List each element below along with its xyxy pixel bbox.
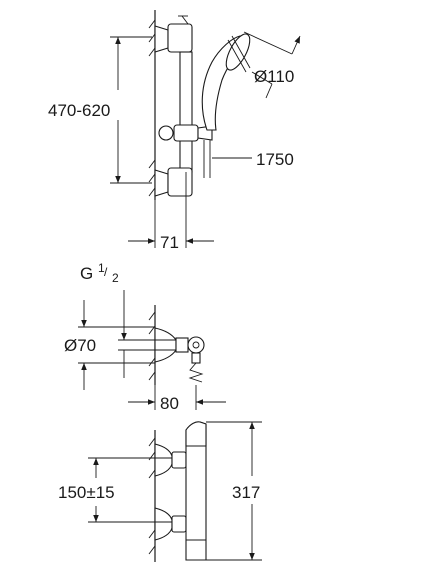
- lower-escutcheon: [154, 507, 173, 541]
- shower-head-face: [225, 33, 251, 71]
- dim-head-diameter: Ø110: [243, 31, 301, 99]
- dim-center-distance: 150±15: [58, 457, 172, 523]
- dim-escutcheon-diameter: Ø70: [64, 300, 155, 390]
- rail-slider: [173, 124, 199, 142]
- hose-length-label: 1750: [256, 150, 294, 169]
- rail-projection-label: 71: [160, 233, 179, 252]
- escutcheon-diameter-label: Ø70: [64, 336, 96, 355]
- lower-rail-holder: [167, 167, 193, 197]
- eccentric-connector: [187, 336, 205, 354]
- dim-thread: G 1 / 2: [80, 261, 176, 378]
- thread-slash: /: [104, 265, 108, 279]
- slider-knob: [158, 125, 174, 141]
- wall-hatch-top: [148, 19, 156, 197]
- valve-projection-label: 80: [160, 394, 179, 413]
- thread-denominator: 2: [112, 271, 119, 285]
- thread-main-label: G: [80, 264, 93, 283]
- dim-hose-length: 1750: [212, 150, 294, 169]
- center-distance-label: 150±15: [58, 483, 115, 502]
- lower-connector: [171, 515, 187, 533]
- connector-thread: [188, 362, 204, 383]
- rail-height-label: 470-620: [48, 101, 110, 120]
- shower-rail-set: [148, 10, 251, 200]
- dim-body-height: 317: [206, 421, 262, 561]
- upper-escutcheon: [154, 443, 173, 477]
- temperature-handle: [185, 421, 207, 447]
- connection-detail: [148, 305, 205, 385]
- upper-connector: [171, 451, 187, 469]
- upper-wall-bracket: [154, 25, 169, 53]
- upper-rail-holder: [167, 23, 193, 53]
- shower-rail: [179, 51, 193, 173]
- wall-hatch-bottom: [148, 437, 156, 555]
- escutcheon: [154, 327, 177, 363]
- lower-wall-bracket: [154, 169, 169, 197]
- connector-nut: [175, 337, 189, 353]
- connector-stem: [191, 352, 201, 364]
- body-height-label: 317: [232, 483, 260, 502]
- dim-valve-projection: 80: [128, 385, 226, 413]
- dim-rail-projection: 71: [128, 172, 214, 252]
- dim-rail-height: 470-620: [48, 36, 152, 184]
- thermostat-mixer: [148, 421, 207, 562]
- head-diameter-label: Ø110: [254, 67, 294, 86]
- wall-hatch-mid: [148, 311, 156, 381]
- thread-numerator: 1: [98, 261, 105, 275]
